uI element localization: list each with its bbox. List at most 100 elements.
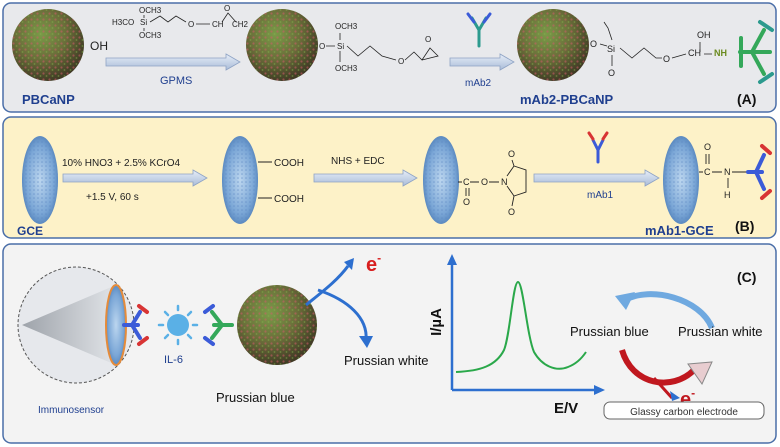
cycle-electron-label: e- [680, 386, 695, 411]
svg-text:C: C [463, 177, 470, 187]
svg-text:OCH3: OCH3 [139, 6, 162, 15]
pbcanp-label-particle [237, 285, 317, 365]
svg-text:C: C [704, 167, 711, 177]
electron-transfer-arrowhead [344, 258, 354, 270]
electrode-label: Glassy carbon electrode [630, 407, 738, 418]
prussian-blue-label: Prussian blue [216, 390, 295, 405]
svg-text:O: O [481, 177, 488, 187]
svg-text:OCH3: OCH3 [335, 64, 358, 73]
svg-text:H3CO: H3CO [112, 18, 134, 27]
cooh-bonds [258, 161, 272, 199]
gpms-reaction-arrow [105, 53, 241, 71]
svg-text:O: O [398, 57, 404, 66]
svg-text:OCH3: OCH3 [335, 22, 358, 31]
svg-text:CH2: CH2 [232, 20, 249, 29]
svg-text:O: O [463, 197, 470, 207]
dpv-plot [447, 254, 605, 395]
gce-electrode-2 [222, 136, 258, 224]
mab2-bound-antibody-icon [738, 20, 774, 84]
gce-electrode-1 [22, 136, 58, 224]
intermediate-bonds [326, 33, 439, 62]
panel-c-tag: (C) [737, 269, 756, 285]
panel-b-tag: (B) [735, 218, 754, 234]
capture-antibody-icon [122, 304, 149, 346]
mab2-antibody-icon [466, 12, 492, 48]
svg-text:Si: Si [607, 44, 615, 54]
product-structure: O Si O O OH CH NH [590, 30, 727, 78]
pbcanp-nanoparticle-middle [246, 9, 318, 81]
prussian-white-label: Prussian white [344, 353, 429, 368]
product-a-label: mAb2-PBCaNP [520, 92, 614, 107]
panel-c-frame [2, 243, 777, 444]
svg-text:O: O [319, 42, 325, 51]
svg-text:NH: NH [714, 48, 727, 58]
mab1-label: mAb1 [587, 190, 614, 201]
gce-electrode-3 [423, 136, 459, 224]
oxidation-arrow [62, 169, 208, 187]
panel-a-tag: (A) [737, 91, 756, 107]
gce-label: GCE [17, 224, 43, 238]
svg-text:N: N [724, 167, 731, 177]
svg-text:OH: OH [697, 30, 711, 40]
svg-text:OCH3: OCH3 [139, 31, 162, 40]
ester-bonds [458, 159, 527, 207]
il6-antigen-icon [157, 304, 199, 346]
oxidation-conditions-line2: +1.5 V, 60 s [86, 192, 139, 203]
immunosensor-label: Immunosensor [38, 405, 105, 416]
svg-text:O: O [608, 68, 615, 78]
gce-electrode-4 [663, 136, 699, 224]
amide-structure: C N H O [704, 142, 731, 200]
nhs-ester-structure: C O O N O O [463, 149, 515, 217]
pbcanp-nanoparticle-right [517, 9, 589, 81]
dpv-peak-curve [455, 280, 587, 373]
electron-label: e- [366, 251, 381, 276]
svg-text:O: O [188, 20, 194, 29]
svg-text:O: O [508, 149, 515, 159]
cycle-prussian-white: Prussian white [678, 324, 763, 339]
mab2-reaction-arrow [449, 53, 515, 71]
redox-cycle [615, 291, 715, 401]
coupling-arrow [533, 169, 660, 187]
nhs-edc-label: NHS + EDC [331, 156, 385, 167]
activation-arrow [313, 169, 418, 187]
product-bonds [599, 21, 712, 66]
mab1-antibody-icon [587, 131, 609, 164]
svg-text:H: H [724, 190, 731, 200]
il6-label: IL-6 [164, 354, 183, 366]
cycle-prussian-blue: Prussian blue [570, 324, 649, 339]
gpms-bonds [143, 12, 237, 31]
pbcanp-label: PBCaNP [22, 92, 75, 107]
gpms-structure: OCH3 H3CO Si OCH3 O O CH CH2 [112, 4, 249, 40]
svg-text:O: O [704, 142, 711, 152]
hydroxyl-label: OH [90, 39, 108, 53]
svg-text:N: N [501, 177, 508, 187]
cooh-top: COOH [274, 158, 304, 169]
mab2-label: mAb2 [465, 78, 492, 89]
svg-text:CH: CH [688, 48, 701, 58]
y-axis-label: I/µA [428, 308, 445, 336]
x-axis-label: E/V [554, 400, 578, 417]
electron-transfer-arrow [305, 265, 350, 307]
immunosensor-illustration [17, 266, 135, 384]
svg-text:O: O [663, 54, 670, 64]
cooh-bottom: COOH [274, 194, 304, 205]
oxidation-conditions-line1: 10% HNO3 + 2.5% KCrO4 [62, 158, 181, 169]
mab1-bound-antibody-icon [746, 144, 772, 200]
svg-text:Si: Si [140, 18, 147, 27]
detection-antibody-icon [203, 304, 234, 346]
silane-intermediate-structure: OCH3 O Si OCH3 O O [319, 22, 431, 73]
svg-text:O: O [508, 207, 515, 217]
amide-bonds [699, 154, 748, 188]
svg-text:Si: Si [337, 42, 344, 51]
pbcanp-nanoparticle-left [12, 9, 84, 81]
reduction-arrow [317, 288, 368, 341]
gpms-label: GPMS [160, 75, 192, 87]
svg-text:O: O [224, 4, 230, 13]
reduction-arrowhead [359, 336, 373, 348]
svg-text:O: O [590, 39, 597, 49]
svg-text:CH: CH [212, 20, 224, 29]
svg-text:O: O [425, 35, 431, 44]
electrode-label-box [603, 401, 765, 420]
